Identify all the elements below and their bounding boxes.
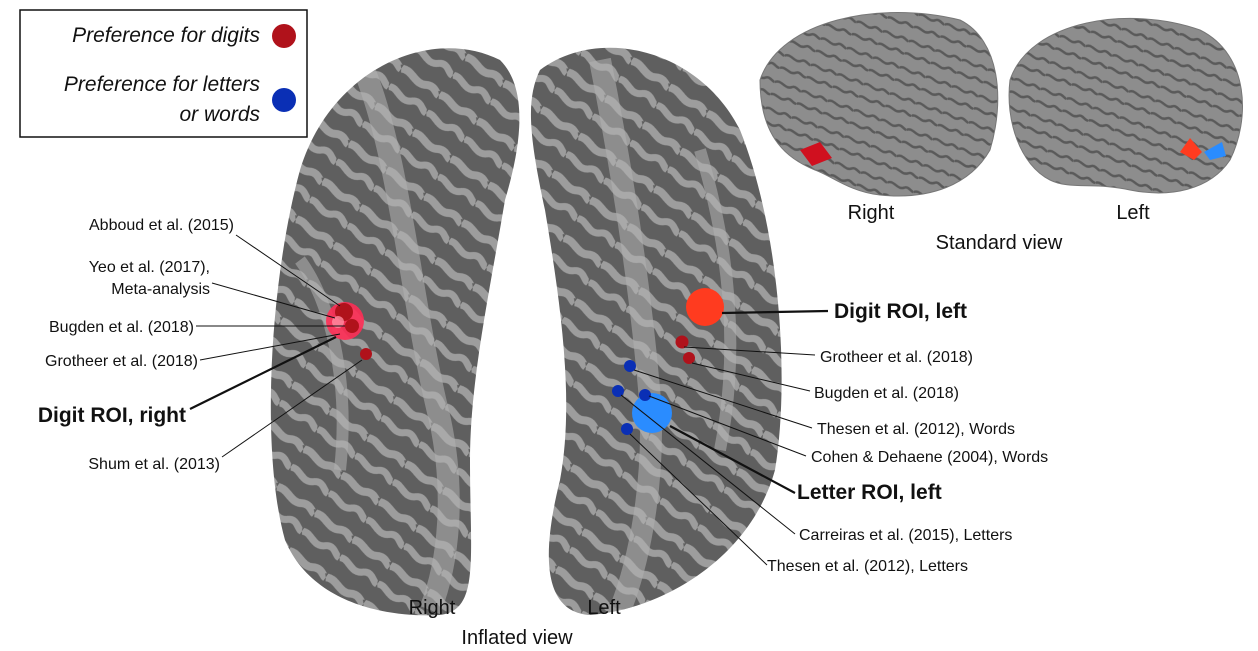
inflated-right-hemisphere [271,48,520,615]
label-yeo-line2: Meta-analysis [111,281,210,298]
carreiras-marker [639,389,651,401]
left-hemisphere-labels: Digit ROI, left Grotheer et al. (2018) B… [767,300,1048,575]
inflated-right-label: Right [409,597,456,619]
legend-digits-label: Preference for digits [72,24,260,47]
shum-marker [360,348,372,360]
cohen-words-marker [612,385,624,397]
standard-left-label: Left [1116,202,1150,224]
bugden-right-marker [345,319,359,333]
standard-view-title: Standard view [936,232,1063,254]
label-carreiras-letters: Carreiras et al. (2015), Letters [799,527,1012,544]
label-cohen-words: Cohen & Dehaene (2004), Words [811,449,1048,466]
label-letter-roi-left: Letter ROI, left [797,481,942,504]
grotheer-left-marker [676,336,689,349]
bugden-left-marker [683,352,695,364]
label-bugden-right: Bugden et al. (2018) [49,319,194,336]
label-grotheer-right: Grotheer et al. (2018) [45,353,198,370]
label-yeo-line1: Yeo et al. (2017), [89,259,210,276]
label-bugden-left: Bugden et al. (2018) [814,385,959,402]
label-abboud: Abboud et al. (2015) [89,217,234,234]
standard-right-hemisphere [760,13,998,196]
label-digit-roi-left: Digit ROI, left [834,300,967,323]
label-grotheer-left: Grotheer et al. (2018) [820,349,973,366]
label-thesen-words: Thesen et al. (2012), Words [817,421,1015,438]
right-hemisphere-labels: Abboud et al. (2015) Yeo et al. (2017), … [38,217,234,473]
label-thesen-letters: Thesen et al. (2012), Letters [767,558,968,575]
thesen-letters-marker [621,423,633,435]
inflated-left-hemisphere [531,48,782,615]
standard-left-hemisphere [1009,18,1242,192]
inflated-view-title: Inflated view [461,627,573,649]
legend: Preference for digits Preference for let… [20,10,307,137]
label-digit-roi-right: Digit ROI, right [38,404,186,427]
label-shum: Shum et al. (2013) [88,456,220,473]
legend-letters-label-line1: Preference for letters [64,73,261,96]
standard-right-label: Right [848,202,895,224]
inflated-left-label: Left [587,597,621,619]
digit-roi-left-marker [686,288,724,326]
letter-roi-left-marker [632,393,672,433]
legend-letters-swatch [272,88,296,112]
legend-letters-label-line2: or words [179,103,260,126]
legend-digits-swatch [272,24,296,48]
